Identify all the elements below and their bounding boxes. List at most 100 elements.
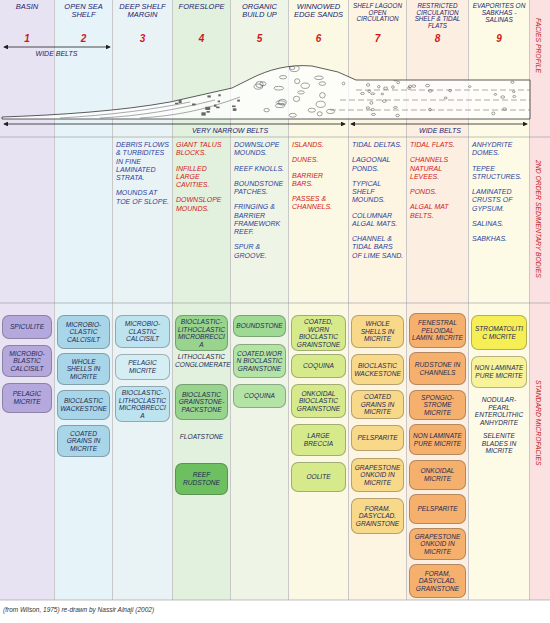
talus-block <box>237 100 240 102</box>
microfacies-box: FORAM, DASYCLAD. GRAINSTONE <box>409 564 466 598</box>
sedimentary-body: ISLANDS. <box>292 141 346 149</box>
microfacies-box: NON LAMINATE PURE MICRITE <box>409 424 466 455</box>
grain-symbol <box>290 66 295 69</box>
microfacies-name: GRAPESTONE ONKOID IN MICRITE <box>411 533 464 556</box>
microfacies-name: BIOCLASTIC-LITHOCLASTIC MICROBRECCIA <box>117 389 168 419</box>
microfacies-box: PELSPARITE <box>351 425 404 451</box>
column-heading: OPEN SEA SHELF <box>56 3 111 19</box>
belt-label: VERY NARROW BELTS <box>180 127 280 134</box>
grain-symbol <box>426 84 430 87</box>
column-heading: BASIN <box>1 3 53 11</box>
sedimentary-body: ALGAL MAT BELTS. <box>410 203 466 220</box>
grain-symbol <box>503 108 507 110</box>
microfacies-box: COQUINA <box>233 384 286 408</box>
microfacies-box: BIOCLASTIC WACKESTONE <box>351 354 404 385</box>
microfacies-name: SPICULITE <box>10 323 44 331</box>
microfacies-name: WHOLE SHELLS IN MICRITE <box>59 358 108 381</box>
grain-symbol <box>511 81 514 83</box>
microfacies-name: PELSPARITE <box>357 434 397 442</box>
column-heading: WINNOWED EDGE SANDS <box>290 3 347 19</box>
grain-symbol <box>316 101 325 107</box>
sedimentary-body: FRINGING & BARRIER FRAMEWORK REEF. <box>234 203 286 236</box>
microfacies-name: BIOCLASTIC WACKESTONE <box>59 397 108 412</box>
microfacies-text: FLOATSTONE <box>175 433 228 441</box>
microfacies-name: MICROBIO-BLASTIC CALCISILT <box>4 350 50 373</box>
belt-arrow <box>4 124 345 125</box>
grain-symbol <box>408 87 411 90</box>
grain-symbol <box>264 108 269 111</box>
microfacies-name: WHOLE SHELLS IN MICRITE <box>353 320 402 343</box>
microfacies-name: LARGE BRECCIA <box>293 432 344 447</box>
grain-symbol <box>382 100 386 103</box>
microfacies-text: SELENITE BLADES IN MICRITE <box>471 432 527 455</box>
microfacies-name: NON LAMINATE PURE MICRITE <box>411 432 464 447</box>
microfacies-box: BIOCLASTIC WACKESTONE <box>57 390 110 420</box>
grain-symbol <box>492 112 495 115</box>
grain-symbol <box>317 112 322 116</box>
facies-number: 6 <box>289 33 348 44</box>
microfacies-name: COATED GRAINS IN MICRITE <box>59 430 108 453</box>
grain-symbol <box>279 99 287 105</box>
grain-symbol <box>256 81 263 87</box>
sedimentary-body: ANHYDRITE DOMES. <box>472 141 527 158</box>
sedimentary-body: DOWNSLOPE MOUNDS. <box>234 141 286 158</box>
grain-symbol <box>444 97 447 99</box>
microfacies-box: GRAPESTONE ONKOID IN MICRITE <box>351 458 404 492</box>
microfacies-box: COATED.WORN BIOCLASTIC GRAINSTONE <box>233 344 286 378</box>
grain-symbol <box>371 113 375 115</box>
talus-block <box>179 100 182 104</box>
microfacies-box: MICROBIO-BLASTIC CALCISILT <box>2 345 52 377</box>
facies-column: OPEN SEA SHELF2MICROBIO-CLASTIC CALCISIL… <box>55 0 113 600</box>
microfacies-name: FORAM, DASYCLAD. GRAINSTONE <box>411 570 464 593</box>
microfacies-name: REEF RUDSTONE <box>177 471 226 486</box>
talus-block <box>175 103 178 105</box>
microfacies-box: SPICULITE <box>2 315 52 339</box>
sedimentary-body: SABKHAS. <box>472 235 527 243</box>
sedimentary-body: TIDAL FLATS. <box>410 141 466 149</box>
microfacies-name: MICROBIO-CLASTIC CALCISILT <box>117 320 168 343</box>
grain-symbol <box>366 107 369 109</box>
sedimentary-body: PONDS. <box>410 188 466 196</box>
microfacies-name: FORAM. DASYCLAD. GRAINSTONE <box>353 505 402 528</box>
microfacies-name: PELAGIC MICRITE <box>4 390 50 405</box>
sedimentary-body: SALINAS. <box>472 220 527 228</box>
microfacies-box: COATED GRAINS IN MICRITE <box>351 390 404 419</box>
microfacies-box: ONKOIDAL BIOCLASTIC GRAINSTONE <box>291 384 346 418</box>
microfacies-box: LARGE BRECCIA <box>291 424 346 456</box>
talus-block <box>233 108 237 111</box>
facies-number: 4 <box>173 33 230 44</box>
sedimentary-body: CHANNEL & TIDAL BARS OF LIME SAND. <box>352 235 404 260</box>
microfacies-name: COATED.WORN BIOCLASTIC GRAINSTONE <box>235 350 284 373</box>
microfacies-text: LITHOCLASTIC CONGLOMERATE <box>175 353 228 368</box>
microfacies-name: BOUNDSTONE <box>236 322 282 330</box>
microfacies-box: SPONGIO-STROME MICRITE <box>409 390 466 420</box>
microfacies-box: STROMATOLITIC MICRITE <box>471 315 527 350</box>
microfacies-box: COATED, WORN BIOCLASTIC GRAINSTONE <box>291 315 346 351</box>
sedimentary-body: COLUMNAR ALGAL MATS. <box>352 212 404 229</box>
microfacies-box: MICROBIO-CLASTIC CALCISILT <box>57 315 110 349</box>
talus-block <box>207 95 210 97</box>
sedimentary-body: LAMINATED CRUSTS OF GYPSUM. <box>472 188 527 213</box>
sedimentary-body: CHANNELS NATURAL LEVEES. <box>410 156 466 181</box>
column-heading: SHELF LAGOON OPEN CIRCULATION <box>350 3 405 23</box>
facies-number: 3 <box>113 33 172 44</box>
microfacies-name: NON LAMINATE PURE MICRITE <box>473 364 525 379</box>
grain-symbol <box>295 79 300 84</box>
sedimentary-body: INFILLED LARGE CAVITIES. <box>176 165 228 190</box>
microfacies-name: OOLITE <box>306 473 330 481</box>
sedimentary-body: REEF KNOLLS. <box>234 165 286 173</box>
talus-block <box>192 104 196 106</box>
sedimentary-bodies: TIDAL DELTAS.LAGOONAL PONDS.TYPICAL SHEL… <box>352 141 404 267</box>
microfacies-name: BIOCLASTIC-LITHOCLASTIC MICROBRECCIA <box>177 318 226 348</box>
grain-symbol <box>289 113 296 117</box>
facies-number: 7 <box>349 33 406 44</box>
grain-symbol <box>274 86 284 90</box>
microfacies-box: PELAGIC MICRITE <box>115 354 170 380</box>
section-title: 2ND ORDER SEDIMENTARY BODIES <box>535 160 542 278</box>
microfacies-name: COATED GRAINS IN MICRITE <box>353 393 402 416</box>
section-title: STANDARD MICROFACIES <box>535 380 542 465</box>
sedimentary-body: DOWNSLOPE MOUNDS. <box>176 196 228 213</box>
grain-symbol <box>275 104 284 108</box>
belt-label: WIDE BELTS <box>380 127 500 134</box>
